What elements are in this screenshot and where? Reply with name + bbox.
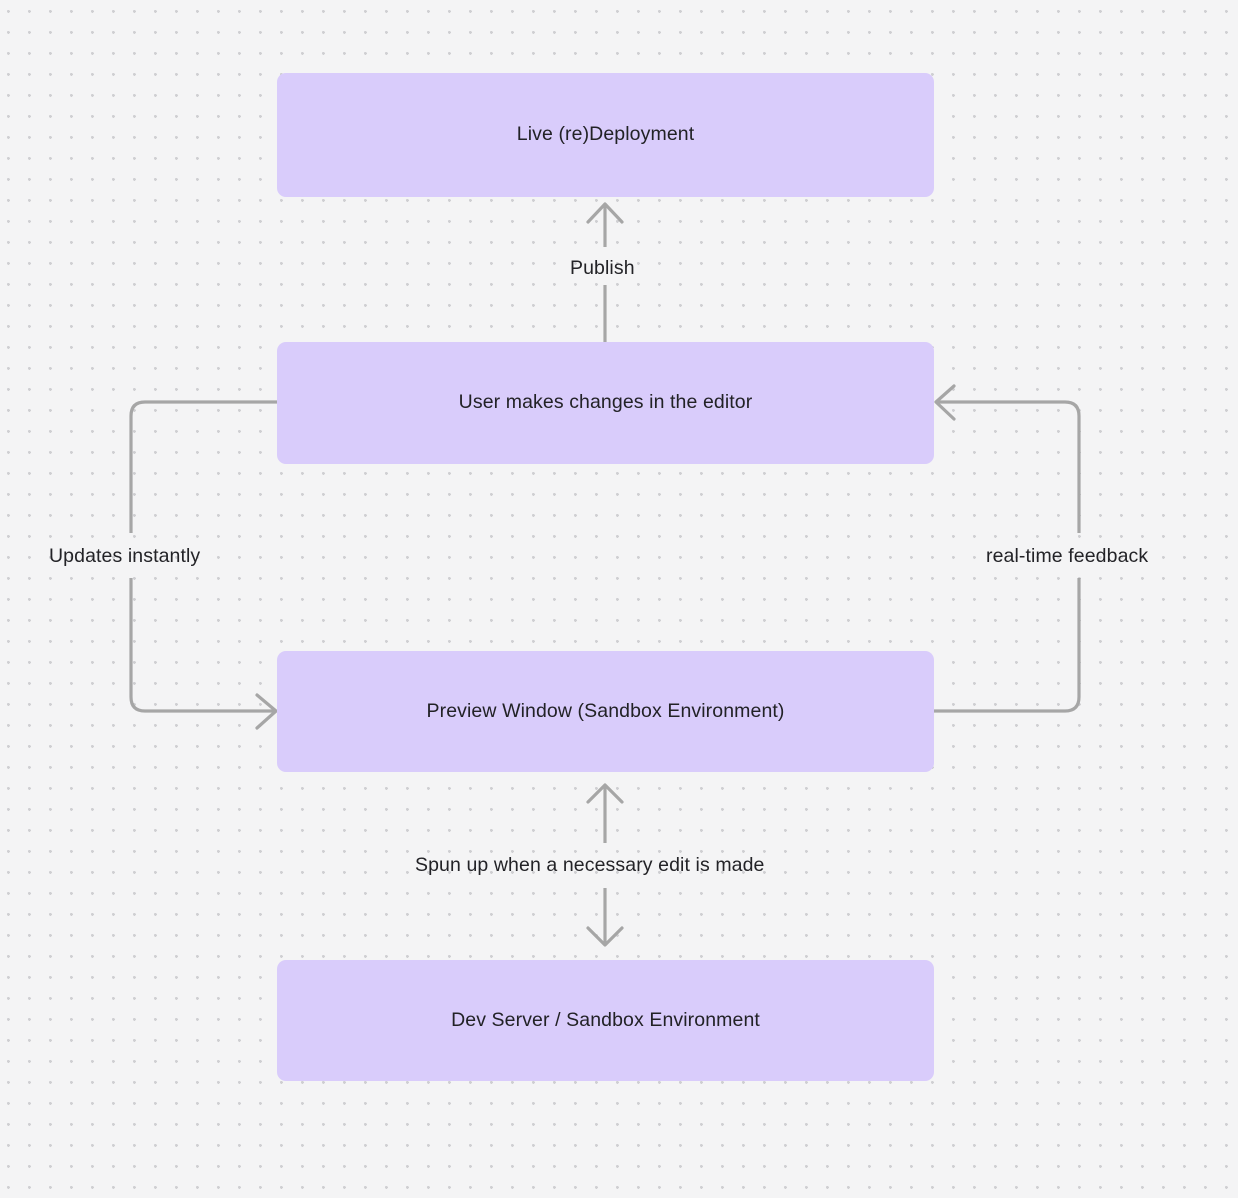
- node-dev-server-sandbox-environment[interactable]: Dev Server / Sandbox Environment: [277, 960, 934, 1081]
- node-user-makes-changes-in-the-editor[interactable]: User makes changes in the editor: [277, 342, 934, 464]
- edge-label-spun-up-when-a-necessary-edit-is-made: Spun up when a necessary edit is made: [415, 854, 765, 876]
- node-live-redeployment[interactable]: Live (re)Deployment: [277, 73, 934, 197]
- edge-label-publish: Publish: [570, 257, 635, 279]
- edge-label-updates-instantly: Updates instantly: [49, 545, 201, 567]
- node-label: Dev Server / Sandbox Environment: [451, 1008, 760, 1031]
- edge-spunup-arrowhead-up: [586, 783, 624, 804]
- edge-updates-arrowhead: [255, 693, 278, 730]
- node-preview-window-sandbox-environment[interactable]: Preview Window (Sandbox Environment): [277, 651, 934, 772]
- edge-updates-lower-segment: [129, 578, 275, 713]
- edge-updates-upper-segment: [129, 400, 277, 533]
- node-label: Live (re)Deployment: [516, 123, 695, 146]
- edge-label-real-time-feedback: real-time feedback: [986, 545, 1149, 567]
- edge-realtime-lower-segment: [934, 578, 1081, 713]
- edge-publish-arrowhead: [586, 202, 624, 224]
- edge-realtime-arrowhead: [934, 384, 956, 421]
- node-label: Preview Window (Sandbox Environment): [426, 699, 785, 722]
- node-label: User makes changes in the editor: [458, 391, 753, 414]
- edge-spunup-arrowhead-down: [586, 926, 624, 947]
- edge-realtime-upper-segment: [937, 400, 1081, 533]
